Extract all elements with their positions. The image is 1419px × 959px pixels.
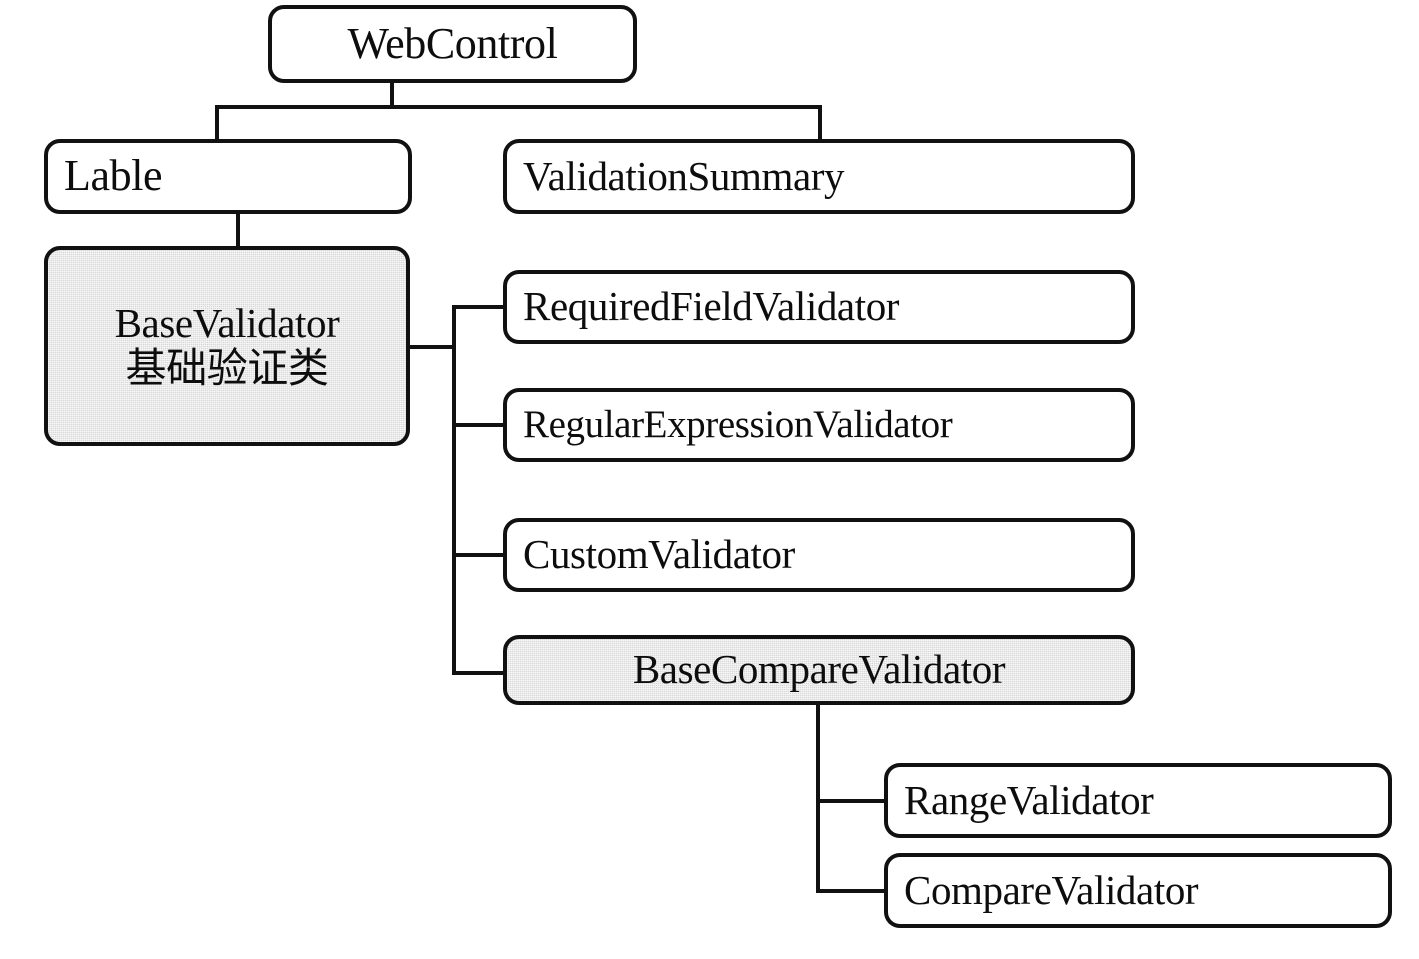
- node-basevalidator[interactable]: BaseValidator 基础验证类: [44, 246, 410, 446]
- node-requiredfieldvalidator[interactable]: RequiredFieldValidator: [503, 270, 1135, 344]
- connector-to-regularexpressionvalidator: [452, 423, 506, 427]
- node-webcontrol[interactable]: WebControl: [268, 5, 637, 83]
- node-lable-label: Lable: [64, 151, 163, 201]
- connector-to-requiredfieldvalidator: [452, 305, 506, 309]
- connector-basevalidator-out: [406, 345, 456, 349]
- node-regularexpressionvalidator[interactable]: RegularExpressionValidator: [503, 388, 1135, 462]
- connector-to-customvalidator: [452, 553, 506, 557]
- connector-basecompare-spine: [816, 703, 820, 893]
- node-validationsummary[interactable]: ValidationSummary: [503, 139, 1135, 214]
- connector-to-lable: [215, 105, 219, 141]
- node-basecomparevalidator-label: BaseCompareValidator: [632, 646, 1006, 693]
- connector-basevalidator-spine: [452, 305, 456, 675]
- node-basecomparevalidator[interactable]: BaseCompareValidator: [503, 635, 1135, 705]
- connector-webcontrol-stem: [390, 81, 394, 107]
- node-lable[interactable]: Lable: [44, 139, 412, 214]
- node-basevalidator-label-zh: 基础验证类: [125, 345, 329, 391]
- node-basevalidator-label-en: BaseValidator: [114, 299, 340, 346]
- connector-to-validationsummary: [818, 105, 822, 141]
- node-webcontrol-label: WebControl: [347, 18, 558, 68]
- node-comparevalidator[interactable]: CompareValidator: [884, 853, 1392, 928]
- node-rangevalidator[interactable]: RangeValidator: [884, 763, 1392, 838]
- node-customvalidator-label: CustomValidator: [523, 531, 795, 578]
- connector-to-basecomparevalidator: [452, 671, 506, 675]
- node-rangevalidator-label: RangeValidator: [904, 776, 1154, 823]
- node-basevalidator-label: BaseValidator 基础验证类: [48, 299, 406, 391]
- connector-to-comparevalidator: [816, 889, 888, 893]
- node-regularexpressionvalidator-label: RegularExpressionValidator: [523, 402, 953, 446]
- node-customvalidator[interactable]: CustomValidator: [503, 518, 1135, 592]
- connector-webcontrol-bus: [215, 105, 822, 109]
- node-comparevalidator-label: CompareValidator: [904, 866, 1199, 913]
- connector-lable-to-basevalidator: [236, 210, 240, 248]
- node-validationsummary-label: ValidationSummary: [523, 152, 845, 199]
- connector-to-rangevalidator: [816, 799, 888, 803]
- node-requiredfieldvalidator-label: RequiredFieldValidator: [523, 283, 900, 330]
